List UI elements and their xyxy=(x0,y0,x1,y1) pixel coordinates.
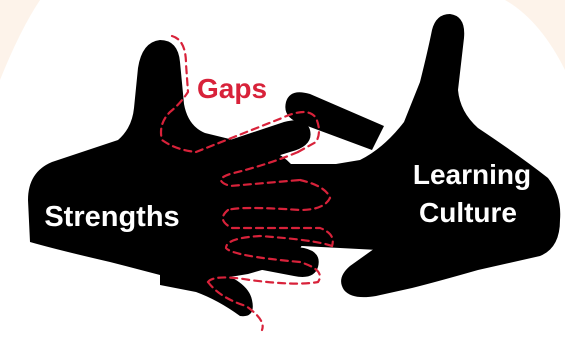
corner-tint-left xyxy=(0,0,40,80)
corner-tint-right xyxy=(505,0,565,70)
culture-label: Culture xyxy=(419,197,517,228)
gaps-label: Gaps xyxy=(197,73,267,104)
learning-label: Learning xyxy=(413,159,531,190)
strengths-label: Strengths xyxy=(44,201,179,233)
